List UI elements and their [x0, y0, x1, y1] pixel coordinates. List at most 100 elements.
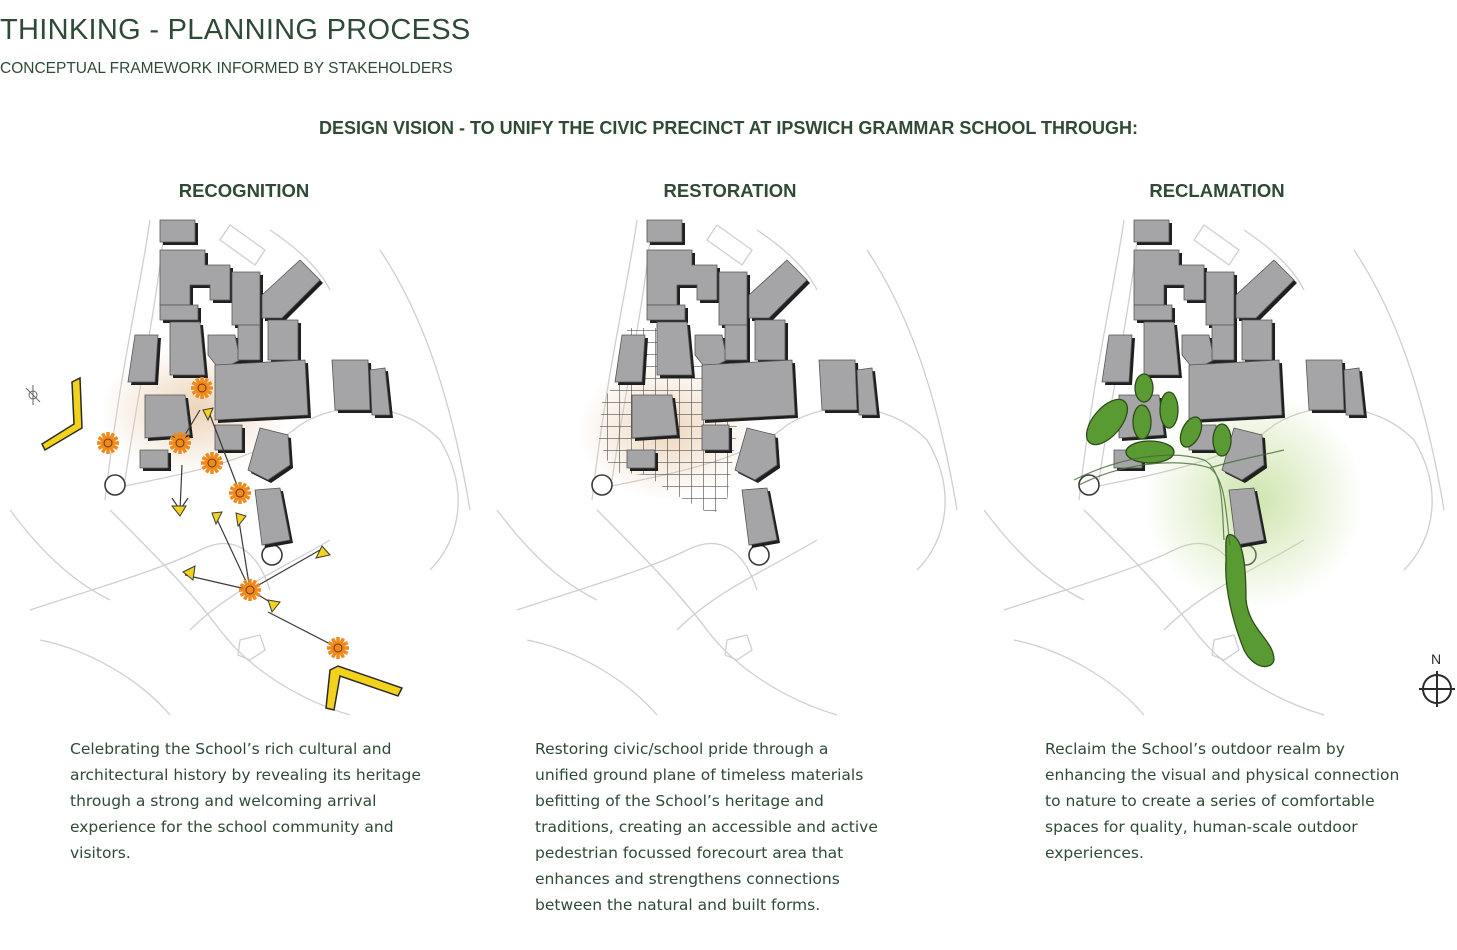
design-vision-heading: DESIGN VISION - TO UNIFY THE CIVIC PRECI…: [318, 118, 1139, 138]
heritage-marker-icon: [201, 452, 223, 474]
desc-line: to nature to create a series of comforta…: [1045, 792, 1375, 810]
site-linework: [706, 224, 753, 266]
desc-line: visitors.: [70, 844, 131, 862]
site-plan-reclamation: [983, 219, 1445, 716]
site-linework: [1013, 639, 1145, 716]
building: [1143, 321, 1180, 376]
building: [718, 271, 748, 326]
heading-recognition: RECOGNITION: [178, 180, 310, 201]
description-recognition: Celebrating the School’s rich cultural a…: [70, 736, 421, 866]
site-linework: [109, 509, 351, 716]
building: [626, 449, 656, 469]
desc-line: enhancing the visual and physical connec…: [1045, 766, 1400, 784]
page-subtitle: CONCEPTUAL FRAMEWORK INFORMED BY STAKEHO…: [0, 60, 453, 77]
building: [748, 259, 808, 319]
site-linework: [237, 634, 266, 661]
building: [754, 319, 786, 361]
building: [159, 304, 199, 321]
building: [214, 424, 243, 451]
desc-line: Reclaim the School’s outdoor realm by: [1045, 740, 1345, 758]
building: [1188, 359, 1283, 421]
building: [701, 424, 730, 451]
building: [159, 249, 231, 306]
building: [331, 359, 371, 411]
heritage-marker-icon: [169, 432, 191, 454]
site-linework: [379, 249, 471, 511]
building: [1101, 334, 1133, 383]
building: [127, 334, 159, 383]
site-linework: [1353, 249, 1445, 511]
site-linework: [269, 229, 331, 291]
building: [231, 271, 261, 326]
site-linework: [9, 509, 111, 601]
site-linework: [39, 639, 171, 716]
site-linework: [29, 543, 271, 611]
building: [139, 449, 169, 469]
site-linework: [104, 219, 151, 501]
building: [267, 319, 299, 361]
roundabout-circle: [1078, 474, 1100, 496]
building: [1305, 359, 1345, 411]
building: [159, 219, 196, 243]
building: [646, 249, 718, 306]
desc-line: between the natural and built forms.: [535, 896, 821, 914]
desc-line: experience for the school community and: [70, 818, 394, 836]
desc-line: architectural history by revealing its h…: [70, 766, 421, 784]
desc-line: spaces for quality, human-scale outdoor: [1045, 818, 1358, 836]
site-linework: [1211, 634, 1240, 661]
site-linework: [724, 634, 753, 661]
desc-line: Celebrating the School’s rich cultural a…: [70, 740, 392, 758]
building: [247, 427, 291, 481]
heritage-marker-icon: [229, 482, 251, 504]
heading-restoration: RESTORATION: [663, 180, 797, 201]
building: [734, 427, 778, 481]
site-plan-restoration: [496, 219, 958, 716]
building: [237, 324, 261, 361]
page-title: THINKING - PLANNING PROCESS: [0, 14, 471, 46]
building: [646, 304, 686, 321]
desc-line: through a strong and welcoming arrival: [70, 792, 377, 810]
site-linework: [983, 509, 1085, 601]
desc-line: befitting of the School’s heritage and: [535, 792, 824, 810]
building: [1343, 367, 1365, 416]
building: [144, 394, 191, 439]
building: [1133, 219, 1170, 243]
building: [646, 219, 683, 243]
desc-line: Restoring civic/school pride through a: [535, 740, 829, 758]
desc-line: experiences.: [1045, 844, 1144, 862]
site-linework: [1193, 224, 1240, 266]
heritage-marker-icon: [239, 579, 261, 601]
site-plan-recognition: [9, 219, 471, 716]
heritage-marker-icon: [191, 377, 213, 399]
building: [261, 259, 321, 319]
desc-line: enhances and strengthens connections: [535, 870, 840, 888]
site-linework: [866, 249, 958, 511]
building: [254, 487, 291, 546]
description-reclamation: Reclaim the School’s outdoor realm by en…: [1045, 736, 1399, 866]
building: [631, 394, 678, 439]
building: [1235, 259, 1295, 319]
site-linework: [1083, 509, 1325, 716]
site-linework: [189, 539, 331, 631]
heading-reclamation: RECLAMATION: [1149, 180, 1285, 201]
building: [1205, 271, 1235, 326]
site-linework: [1243, 229, 1305, 291]
building: [169, 321, 206, 376]
site-linework: [516, 543, 758, 611]
north-label: N: [1431, 651, 1441, 667]
site-linework: [526, 639, 658, 716]
building: [1228, 487, 1265, 546]
building: [741, 487, 778, 546]
site-linework: [219, 224, 266, 266]
desc-line: unified ground plane of timeless materia…: [535, 766, 864, 784]
building: [1221, 427, 1265, 481]
building: [369, 367, 391, 416]
building: [1241, 319, 1273, 361]
building: [818, 359, 858, 411]
north-arrow-icon: N: [1419, 651, 1455, 707]
building: [614, 334, 646, 383]
description-restoration: Restoring civic/school pride through a u…: [535, 736, 878, 918]
roundabout-circle: [104, 474, 126, 496]
building: [724, 324, 748, 361]
heritage-marker-icon: [327, 637, 349, 659]
